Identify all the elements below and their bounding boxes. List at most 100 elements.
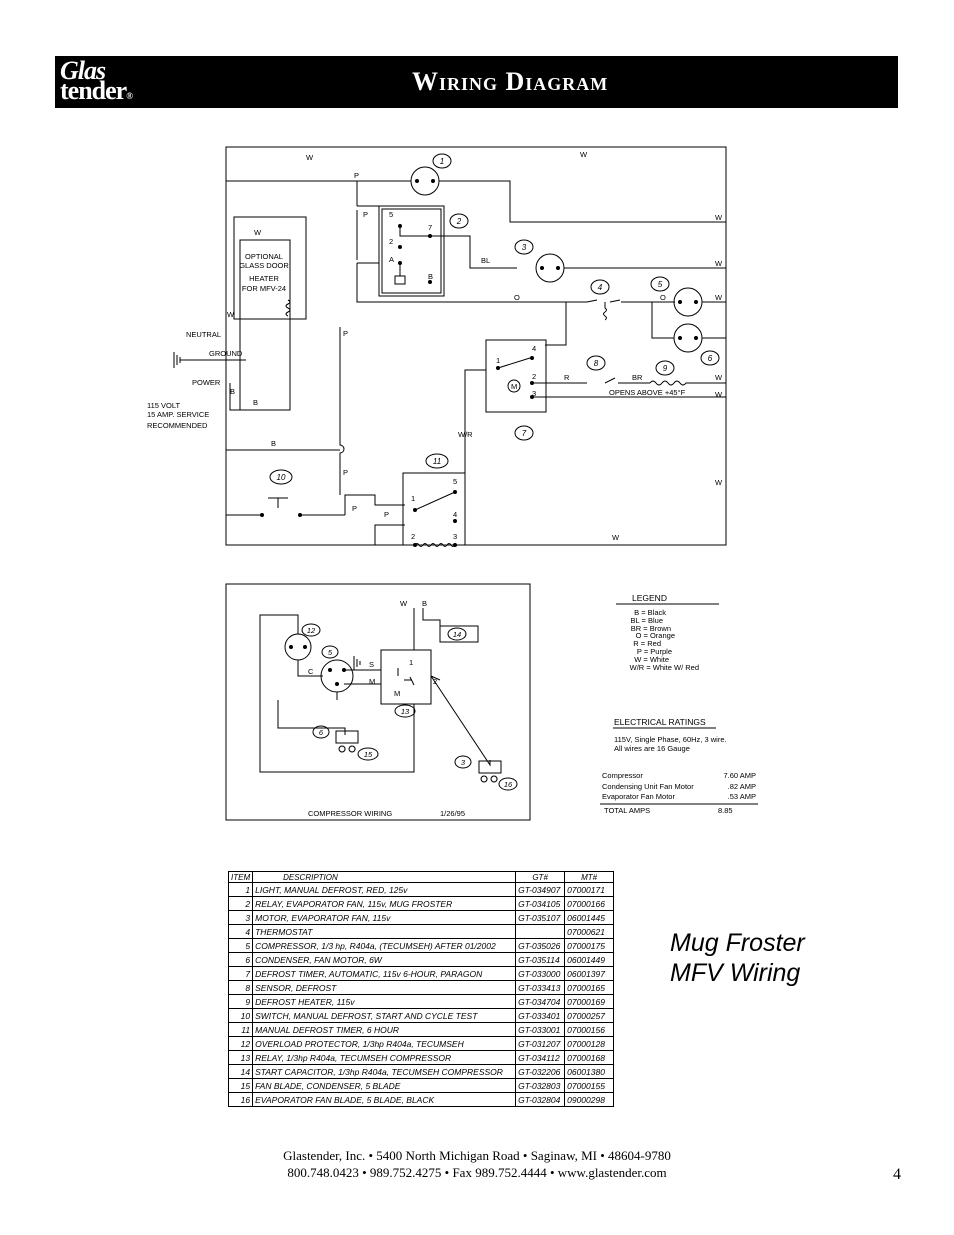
item-description: RELAY, 1/3hp R404a, TECUMSEH COMPRESSOR <box>252 1050 517 1065</box>
service-note: RECOMMENDED <box>147 421 208 430</box>
wire-label: W <box>306 153 314 162</box>
terminal-label: B <box>428 272 433 281</box>
table-header-row: ITEM DESCRIPTION GT# MT# <box>227 871 615 883</box>
callout-4: 4 <box>598 283 603 292</box>
col-item: ITEM <box>227 871 254 883</box>
caption-line1: Mug Froster <box>670 929 805 957</box>
gt-number: GT-035114 <box>515 952 566 967</box>
rating-amp: 7.60 AMP <box>723 771 756 780</box>
mt-number: 07000169 <box>564 994 615 1009</box>
ground-label: GROUND <box>209 349 243 358</box>
terminal-label: M <box>511 382 517 391</box>
col-description: DESCRIPTION <box>252 871 517 883</box>
terminal-label: 4 <box>532 344 536 353</box>
terminal-label: S <box>369 660 374 669</box>
terminal-label: 1 <box>411 494 415 503</box>
rating-name: Compressor <box>602 771 643 780</box>
gt-number: GT-035026 <box>515 938 566 953</box>
item-number: 5 <box>227 938 254 953</box>
total-amps-label: TOTAL AMPS <box>604 806 650 815</box>
total-amps-value: 8.85 <box>718 806 733 815</box>
terminal-label: 2 <box>433 677 437 686</box>
callout-7: 7 <box>522 429 527 438</box>
item-description: DEFROST HEATER, 115v <box>252 994 517 1009</box>
legend-item: BL = Blue <box>631 616 663 625</box>
wire-label: P <box>343 468 348 477</box>
wire-label: W <box>715 259 723 268</box>
logo-line2: tender® <box>60 76 133 105</box>
logo-line2-text: tender <box>60 76 127 105</box>
terminal-label: A <box>389 255 394 264</box>
page-number: 4 <box>893 1166 901 1183</box>
terminal-label: M <box>394 689 400 698</box>
item-description: START CAPACITOR, 1/3hp R404a, TECUMSEH C… <box>252 1064 517 1079</box>
item-description: OVERLOAD PROTECTOR, 1/3hp R404a, TECUMSE… <box>252 1036 517 1051</box>
item-number: 12 <box>227 1036 254 1051</box>
gt-number: GT-034907 <box>515 882 566 897</box>
item-number: 2 <box>227 896 254 911</box>
legend-item: W = White <box>634 655 669 664</box>
wire-label: W <box>715 390 723 399</box>
callout-2: 2 <box>456 217 462 226</box>
mt-number: 07000175 <box>564 938 615 953</box>
item-description: EVAPORATOR FAN BLADE, 5 BLADE, BLACK <box>252 1092 517 1107</box>
ratings-note: 115V, Single Phase, 60Hz, 3 wire. <box>614 735 727 744</box>
rating-name: Evaporator Fan Motor <box>602 792 675 801</box>
mt-number: 07000171 <box>564 882 615 897</box>
gt-number <box>515 924 566 939</box>
terminal-label: 1 <box>496 356 500 365</box>
item-description: THERMOSTAT <box>252 924 517 939</box>
mt-number: 06001397 <box>564 966 615 981</box>
item-number: 7 <box>227 966 254 981</box>
gt-number: GT-035107 <box>515 910 566 925</box>
item-number: 3 <box>227 910 254 925</box>
neutral-label: NEUTRAL <box>186 330 221 339</box>
logo-line1: Glas <box>60 56 106 85</box>
item-number: 6 <box>227 952 254 967</box>
compressor-caption: COMPRESSOR WIRING <box>308 809 392 818</box>
terminal-label: 1 <box>409 658 413 667</box>
mt-number: 07000165 <box>564 980 615 995</box>
page-title: Wiring Diagram <box>412 67 609 96</box>
header-banner <box>55 56 898 108</box>
service-note: 115 VOLT <box>147 401 180 410</box>
logo-mark: ® <box>126 91 133 101</box>
item-description: SENSOR, DEFROST <box>252 980 517 995</box>
terminal-label: M <box>369 677 375 686</box>
rating-amp: .53 AMP <box>728 792 756 801</box>
item-description: FAN BLADE, CONDENSER, 5 BLADE <box>252 1078 517 1093</box>
heater-label: FOR MFV-24 <box>242 284 286 293</box>
rating-amp: .82 AMP <box>728 782 756 791</box>
legend-item: B = Black <box>634 608 666 617</box>
mt-number: 07000155 <box>564 1078 615 1093</box>
wire-label: B <box>422 599 427 608</box>
main-callouts <box>269 153 720 485</box>
heater-label: HEATER <box>249 274 279 283</box>
wire-label: W <box>400 599 408 608</box>
wire-label: B <box>253 398 258 407</box>
gt-number: GT-034112 <box>515 1050 566 1065</box>
terminal-label: 3 <box>532 389 536 398</box>
callout-8: 8 <box>594 359 599 368</box>
mt-number: 06001380 <box>564 1064 615 1079</box>
terminal-label: 7 <box>428 223 432 232</box>
gt-number: GT-033000 <box>515 966 566 981</box>
item-number: 1 <box>227 882 254 897</box>
legend-title: LEGEND <box>632 593 667 603</box>
mt-number: 07000166 <box>564 896 615 911</box>
glastender-logo: Glas tender® <box>60 56 133 105</box>
wire-label: W <box>254 228 262 237</box>
footer: Glastender, Inc. • 5400 North Michigan R… <box>0 1147 954 1181</box>
mt-number: 09000298 <box>564 1092 615 1107</box>
terminal-label: 2 <box>389 237 393 246</box>
